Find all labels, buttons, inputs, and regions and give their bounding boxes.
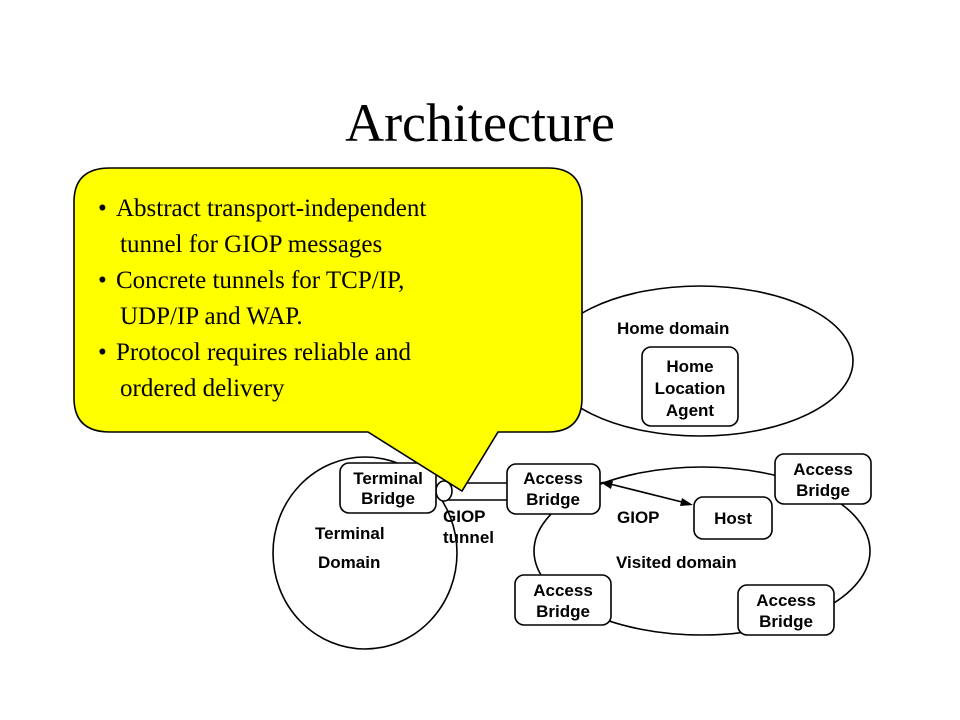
callout-item-2-line1: Concrete tunnels for TCP/IP, xyxy=(116,267,405,294)
access-bridge-3-label-2: Bridge xyxy=(536,602,590,621)
callout-text: • Abstract transport-independent tunnel f… xyxy=(98,191,568,407)
access-bridge-box-3 xyxy=(514,574,612,626)
visited-domain-label: Visited domain xyxy=(616,553,737,572)
terminal-bridge-box xyxy=(339,462,437,514)
home-location-agent-label-3: Agent xyxy=(666,401,715,420)
callout-item-3: • Protocol requires reliable and ordered … xyxy=(98,335,568,407)
access-bridge-box-4 xyxy=(737,584,835,636)
callout-bubble xyxy=(73,167,583,493)
terminal-bridge-label-1: Terminal xyxy=(353,469,423,488)
giop-arrowhead-left xyxy=(600,481,613,489)
callout-item-1: • Abstract transport-independent tunnel f… xyxy=(98,191,568,263)
access-bridge-3-label-1: Access xyxy=(533,581,593,600)
bullet-glyph: • xyxy=(98,195,107,222)
callout-item-2-line2: UDP/IP and WAP. xyxy=(120,303,303,330)
terminal-domain-label-1: Terminal xyxy=(315,524,385,543)
giop-arrow-line xyxy=(605,482,691,505)
home-location-agent-box xyxy=(641,346,739,427)
callout-item-3-line2: ordered delivery xyxy=(120,375,285,402)
terminal-bridge-label-2: Bridge xyxy=(361,489,415,508)
home-location-agent-label-1: Home xyxy=(666,357,713,376)
host-label: Host xyxy=(714,509,752,528)
callout-item-3-line1: Protocol requires reliable and xyxy=(116,339,412,366)
access-bridge-2-label-1: Access xyxy=(793,460,853,479)
giop-tunnel-label-2: tunnel xyxy=(443,528,494,547)
callout-item-2: • Concrete tunnels for TCP/IP, UDP/IP and… xyxy=(98,263,568,335)
access-bridge-1-label-1: Access xyxy=(523,469,583,488)
access-bridge-2-label-2: Bridge xyxy=(796,481,850,500)
giop-arrowhead-right xyxy=(680,498,693,506)
slide-title: Architecture xyxy=(345,93,615,153)
access-bridge-1-label-2: Bridge xyxy=(526,490,580,509)
callout-item-1-line2: tunnel for GIOP messages xyxy=(120,231,383,258)
giop-label: GIOP xyxy=(617,508,660,527)
giop-tunnel-label-1: GIOP xyxy=(443,507,486,526)
visited-domain-ellipse xyxy=(533,466,871,636)
access-bridge-box-1 xyxy=(506,463,601,515)
terminal-domain-label-2: Domain xyxy=(318,553,380,572)
access-bridge-box-2 xyxy=(774,453,872,505)
host-box xyxy=(693,496,773,540)
bullet-glyph: • xyxy=(98,339,107,366)
terminal-domain-ellipse xyxy=(272,456,458,650)
access-bridge-4-label-2: Bridge xyxy=(759,612,813,631)
access-bridge-4-label-1: Access xyxy=(756,591,816,610)
bullet-glyph: • xyxy=(98,267,107,294)
home-domain-label: Home domain xyxy=(617,319,729,338)
home-location-agent-label-2: Location xyxy=(655,379,726,398)
callout-item-1-line1: Abstract transport-independent xyxy=(116,195,427,222)
